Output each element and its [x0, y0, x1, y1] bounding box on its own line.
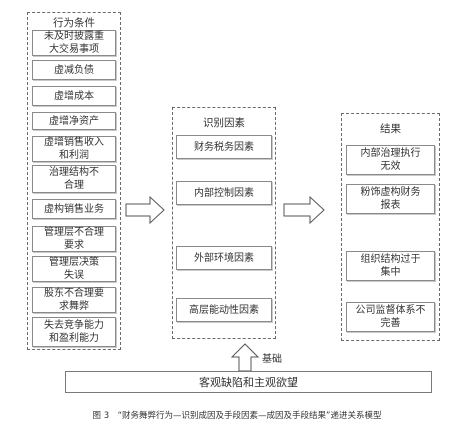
condition-box-6-text-line: 合理	[64, 180, 84, 191]
condition-box-1-text-line: 未及时披露重	[44, 31, 104, 42]
condition-box-8: 管理层不合理要求	[32, 226, 116, 252]
factor-box-3: 外部环境因素	[176, 246, 272, 270]
condition-box-9-text-line: 失误	[64, 270, 84, 281]
results-title: 结果	[380, 123, 401, 135]
result-box-2-text-line: 报表	[380, 200, 401, 211]
condition-box-8-text-line: 管理层不合理	[44, 227, 104, 238]
condition-box-7: 虚构销售业务	[32, 199, 116, 219]
condition-box-3-text-line: 虚增成本	[54, 90, 94, 102]
condition-box-11: 失去竞争能力和盈利能力	[32, 317, 116, 347]
condition-box-11-text-line: 失去竞争能力	[44, 320, 104, 331]
result-box-3: 组织结构过于集中	[346, 251, 435, 281]
arrow-factors-to-results	[283, 195, 325, 225]
factor-box-2: 内部控制因素	[176, 181, 272, 205]
factor-box-4-text-line: 高层能动性因素	[189, 304, 259, 316]
arrow-base-up	[230, 343, 260, 372]
result-box-4-text-line: 完善	[380, 318, 401, 329]
factor-box-2-text-line: 内部控制因素	[194, 187, 254, 199]
condition-box-8-text-line: 要求	[64, 240, 84, 251]
result-box-1-text-line: 内部治理执行	[360, 148, 421, 159]
condition-box-1-text-line: 大交易事项	[49, 44, 99, 55]
condition-box-10: 股东不合理要求舞弊	[32, 287, 116, 313]
factor-box-3-text-line: 外部环境因素	[194, 252, 254, 264]
result-box-1: 内部治理执行无效	[346, 145, 435, 175]
base-label: 基础	[262, 354, 282, 365]
condition-box-7-text-line: 虚构销售业务	[44, 203, 104, 215]
condition-box-4: 虚增净资产	[32, 112, 116, 130]
condition-box-1: 未及时披露重大交易事项	[32, 30, 116, 56]
condition-box-5-text-line: 虚增销售收入	[44, 137, 104, 148]
factor-box-4: 高层能动性因素	[176, 298, 272, 322]
condition-box-2-text-line: 虚减负债	[54, 64, 94, 76]
condition-box-4-text-line: 虚增净资产	[49, 115, 99, 127]
factor-box-1-text-line: 财务税务因素	[194, 141, 254, 153]
condition-box-9: 管理层决策失误	[32, 256, 116, 282]
result-box-2: 粉饰虚构财务报表	[346, 184, 435, 214]
arrow-conditions-to-factors	[125, 195, 165, 225]
condition-box-9-text-line: 管理层决策	[49, 257, 99, 268]
behavior-conditions-title: 行为条件	[53, 17, 95, 29]
condition-box-5: 虚增销售收入和利润	[32, 136, 116, 162]
condition-box-10-text-line: 求舞弊	[59, 301, 89, 312]
result-box-4-text-line: 公司监督体系不	[355, 305, 426, 316]
base-box: 客观缺陷和主观欲望	[65, 371, 432, 393]
condition-box-3: 虚增成本	[32, 86, 116, 106]
result-box-2-text-line: 粉饰虚构财务	[360, 187, 421, 198]
result-box-3-text-line: 组织结构过于	[360, 254, 421, 265]
result-box-3-text-line: 集中	[380, 267, 401, 278]
condition-box-5-text-line: 和利润	[59, 150, 89, 161]
result-box-1-text-line: 无效	[380, 161, 401, 172]
figure-caption: 图 3 “财务舞弊行为—识别成因及手段因素—成因及手段结果”递进关系模型	[92, 411, 382, 421]
factor-box-1: 财务税务因素	[176, 135, 272, 159]
condition-box-10-text-line: 股东不合理要	[44, 288, 104, 299]
identification-factors-title: 识别因素	[203, 117, 245, 129]
condition-box-6: 治理结构不合理	[32, 165, 116, 193]
condition-box-6-text-line: 治理结构不	[49, 167, 99, 178]
condition-box-2: 虚减负债	[32, 60, 116, 80]
condition-box-11-text-line: 和盈利能力	[49, 333, 99, 344]
result-box-4: 公司监督体系不完善	[346, 302, 435, 332]
